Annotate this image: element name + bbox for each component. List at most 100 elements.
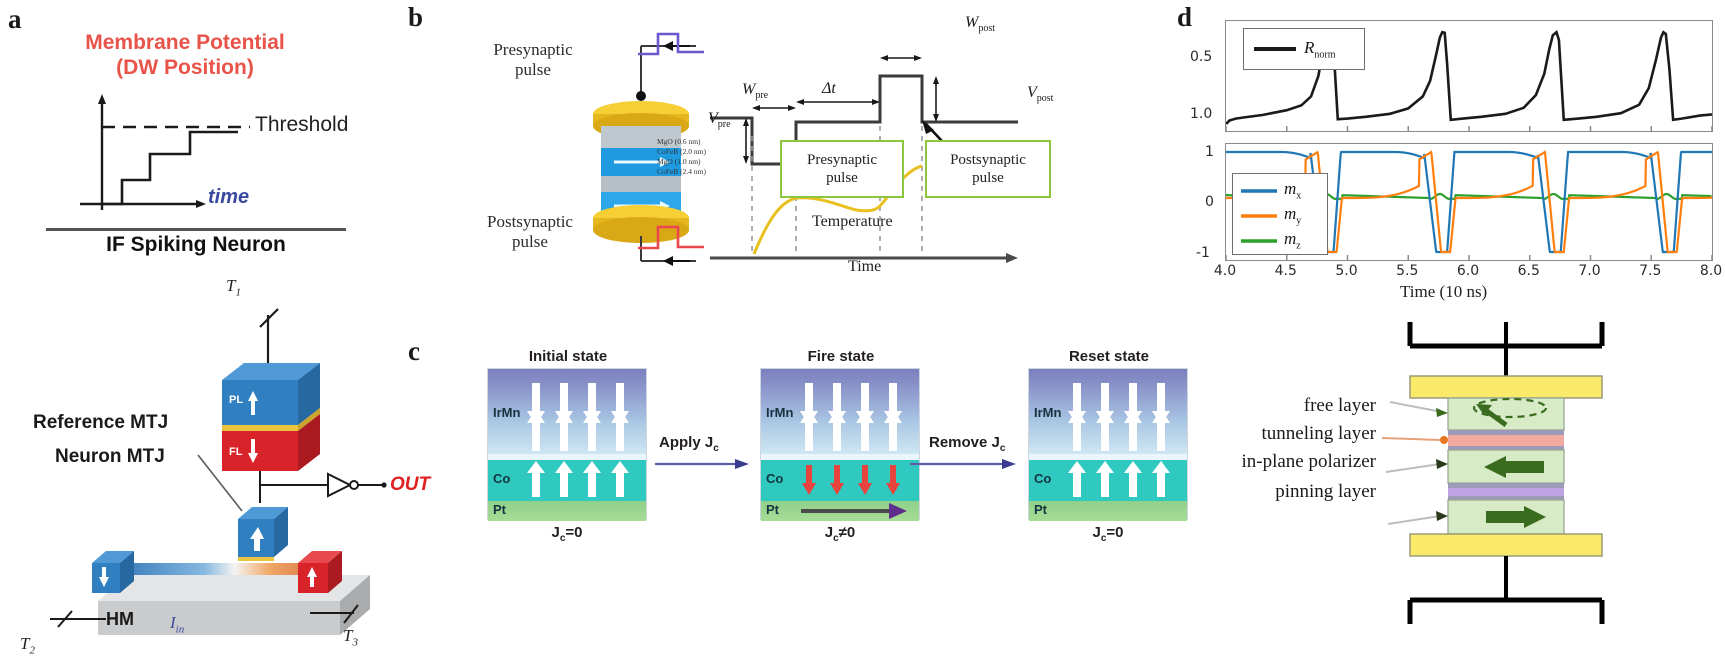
c-state-2-title: Reset state [1068, 348, 1150, 365]
d-mag-legend-swatch-1 [1241, 213, 1277, 218]
callout-post-line1: Postsynaptic [950, 152, 1026, 168]
presynaptic-pulse-callout: Presynaptic pulse [780, 140, 904, 198]
d-mag-legend-sub-2: z [1296, 240, 1301, 252]
callout-pre-line1: Presynaptic [807, 152, 877, 168]
d-mag-legend-sub-0: x [1296, 190, 1302, 202]
presynaptic-pulse-label: Presynaptic pulse [478, 40, 588, 79]
d-mag-legend: mx my mz [1232, 173, 1328, 255]
w-post-text: W [965, 14, 979, 31]
d-plot-mag-canvas [1226, 144, 1712, 260]
w-pre-label: Wpre [742, 81, 768, 101]
w-pre-sub: pre [755, 90, 769, 102]
t2-sub: 2 [29, 644, 35, 656]
c-state-0-jc-sub: c [559, 533, 566, 544]
d-xtick-8: 8.0 [1699, 263, 1723, 279]
current-iin-label: Iin [170, 613, 184, 635]
neuron-mtj-label: Neuron MTJ [55, 446, 165, 467]
c-state-0-jc: Jc=0 [487, 524, 647, 544]
panel-b-time-axis-label: Time [848, 258, 882, 275]
d-xaxis-title: Time (10 ns) [1400, 282, 1488, 301]
c-state-1-interface [761, 454, 919, 460]
c-state-0-title: Initial state [528, 348, 608, 365]
temperature-label: Temperature [812, 213, 893, 230]
c-state-2-pt-layer [1029, 501, 1187, 521]
c-state-2-jc: Jc=0 [1028, 524, 1188, 544]
panel-a-title: Membrane Potential (DW Position) [55, 30, 315, 80]
d-xtick-0: 4.0 [1213, 263, 1237, 279]
c-state-1-jc: Jc≠0 [760, 524, 920, 544]
c-state-2-interface [1029, 454, 1187, 460]
d-xtick-6: 7.0 [1578, 263, 1601, 279]
c-transition-1-text: Remove J [929, 434, 1000, 451]
c-state-1-irmn-label: IrMn [766, 405, 794, 420]
device-label-tunneling-layer: tunneling layer [1261, 423, 1377, 444]
postsynaptic-pulse-label: Postsynaptic pulse [468, 212, 592, 251]
c-state-1-jc-sub: c [833, 533, 839, 544]
panel-a-time-label: time [208, 186, 250, 208]
w-pre-text: W [742, 81, 756, 98]
device-label-free-layer: free layer [1303, 395, 1376, 416]
panel-d-letter: d [1177, 2, 1193, 32]
d-mag-legend-label-2: mz [1284, 229, 1301, 251]
panel-a-title-line1: Membrane Potential [85, 31, 285, 54]
d-mag-legend-sym-0: m [1284, 179, 1297, 199]
c-state-0-jc-rest: =0 [565, 524, 583, 541]
t2-text: T [20, 634, 30, 653]
d-mag-legend-sub-1: y [1296, 215, 1302, 227]
panel-b-letter: b [408, 2, 424, 32]
d-rnorm-ytick-1: 1.0 [1190, 106, 1213, 122]
device-label-in-plane-polarizer: in-plane polarizer [1241, 451, 1376, 472]
v-pre-text: V [708, 110, 718, 127]
c-transition-0-sub: c [713, 443, 719, 454]
d-device-diagram [1381, 322, 1605, 624]
out-label: OUT [390, 474, 431, 495]
c-state-1-co-label: Co [766, 471, 784, 486]
v-post-text: V [1027, 84, 1037, 101]
c-transition-1-label: Remove Jc [929, 434, 1005, 454]
c-state-2-irmn-label: IrMn [1034, 405, 1062, 420]
t3-sub: 3 [352, 636, 358, 649]
c-state-1-stack: IrMn Co Pt [760, 368, 920, 521]
d-rnorm-legend-swatch [1254, 47, 1296, 51]
presynaptic-line1: Presynaptic [493, 40, 573, 59]
stack-layer-1: CoFeB (2.0 nm) [657, 146, 706, 156]
t3-text: T [343, 626, 353, 645]
svg-text:FL: FL [229, 446, 243, 458]
postsynaptic-line2: pulse [512, 231, 548, 251]
panel-a-device-schematic: PL FL [50, 308, 387, 635]
v-post-sub: post [1036, 93, 1054, 105]
c-state-2-jc-sub: c [1100, 533, 1107, 544]
d-mag-legend-sym-2: m [1284, 229, 1297, 249]
panel-a-threshold-label: Threshold [255, 113, 349, 136]
d-xtick-2: 5.0 [1335, 263, 1358, 279]
c-transition-1-sub: c [999, 443, 1006, 454]
d-mag-legend-sym-1: m [1284, 204, 1297, 224]
c-state-0-pt-label: Pt [493, 502, 506, 517]
presynaptic-line2: pulse [515, 59, 551, 79]
terminal-t2-label: T2 [20, 634, 35, 656]
c-state-2-jc-sym: J [1092, 524, 1101, 541]
c-state-2-stack: IrMn Co Pt [1028, 368, 1188, 521]
terminal-t1-label: T1 [226, 276, 241, 298]
stack-layer-2: MgO (1.0 nm) [657, 156, 701, 166]
panel-a-caption: IF Spiking Neuron [106, 233, 286, 256]
c-state-2-pt-label: Pt [1034, 502, 1047, 517]
c-state-2-arrows [1068, 383, 1170, 497]
c-state-0-arrows [527, 383, 629, 497]
c-state-0-jc-sym: J [551, 524, 560, 541]
d-mag-legend-swatch-2 [1241, 238, 1277, 243]
c-transition-0-text: Apply J [659, 434, 714, 451]
c-state-2-co-label: Co [1034, 471, 1052, 486]
c-state-0-pt-layer [488, 501, 646, 521]
c-state-2-jc-rest: =0 [1106, 524, 1124, 541]
w-post-label: Wpost [965, 14, 995, 34]
d-mag-legend-swatch-0 [1241, 188, 1277, 193]
device-label-pinning-layer: pinning layer [1275, 481, 1376, 502]
d-mag-legend-label-1: my [1284, 204, 1301, 226]
postsynaptic-line1: Postsynaptic [487, 212, 573, 231]
d-mag-ytick-m1: -1 [1196, 245, 1210, 261]
d-mag-legend-item-1: my [1233, 203, 1327, 228]
c-state-1-arrows [800, 383, 907, 519]
callout-post-line2: pulse [972, 170, 1004, 186]
